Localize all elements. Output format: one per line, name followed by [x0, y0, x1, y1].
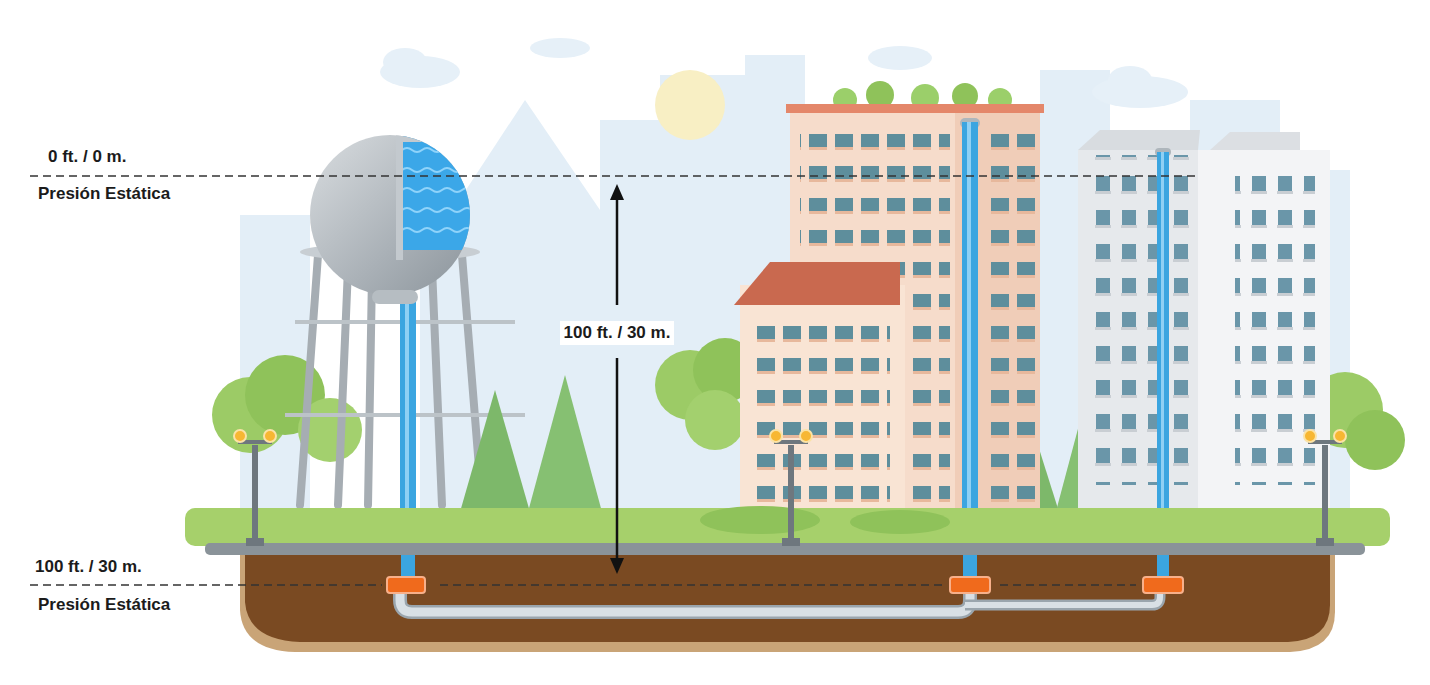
height-arrow-part [616, 358, 619, 562]
street-lamps-part-part [782, 538, 800, 546]
water-tower-part-part [402, 130, 482, 250]
pressure-label: Presión Estática [38, 184, 170, 204]
clouds-part [868, 46, 932, 70]
white-building [1078, 130, 1330, 510]
water-tower-part [372, 290, 418, 304]
low-pink-building-part [734, 262, 900, 305]
tall-pink-building-part [786, 104, 1044, 113]
round-trees-part [1345, 410, 1405, 470]
water-tower-part-part [396, 136, 486, 142]
skyline-part [660, 75, 750, 510]
ground-part [245, 552, 1330, 642]
white-building-part [1235, 175, 1315, 485]
underground-pipes-part [965, 585, 1160, 605]
low-pink-building [734, 262, 905, 510]
underground-pipes-part [401, 555, 415, 579]
street-lamps-part-part [1322, 445, 1328, 545]
elevation-label-holder: 0 ft. / 0 m. [48, 147, 126, 167]
street-lamps-part-part [770, 430, 782, 442]
water-tower-part-part-part [402, 148, 482, 152]
street-lamps-part-part [1316, 538, 1334, 546]
white-building-part [1088, 155, 1193, 485]
water-tower-part-part [432, 268, 442, 505]
water-tower-part-part-part [402, 208, 482, 212]
water-tower-part-part [396, 130, 403, 260]
street-lamps-part-part [1304, 430, 1316, 442]
clouds-part [1108, 66, 1152, 94]
street-lamps-part-part [800, 430, 812, 442]
ground-part [240, 552, 1335, 652]
elevation-label-holder: 100 ft. / 30 m. [35, 557, 142, 577]
ground [185, 506, 1390, 652]
height-dimension: 100 ft. / 30 m. [560, 321, 675, 345]
water-tower-part-part-part [402, 228, 482, 232]
underground-pipes-part [963, 555, 977, 579]
static-pressure-lines-part [30, 584, 382, 586]
valves-part [950, 577, 990, 593]
street-lamps-part-part [264, 430, 276, 442]
street-lamps-part [234, 430, 1346, 442]
white-building-part [1198, 150, 1330, 510]
white-building-part [1210, 132, 1300, 150]
underground-pipes-part [965, 585, 1160, 605]
elevation-label: 0 ft. / 0 m. [48, 147, 126, 167]
low-pink-building-part [750, 315, 890, 505]
pine-trees-part [460, 390, 530, 512]
static-pressure-lines-part [1000, 584, 1136, 586]
pressure-label: Presión Estática [38, 595, 170, 615]
height-dimension-holder: 100 ft. / 30 m. [560, 321, 675, 345]
valves [387, 577, 1183, 593]
underground-pipes [400, 555, 1169, 612]
underground-pipes-part [1157, 555, 1169, 579]
underground-pipes-part [400, 585, 970, 612]
tall-pink-building-part [984, 128, 1036, 508]
low-pink-building-part [740, 285, 905, 510]
water-tower-part-part [338, 268, 348, 505]
skyline-part [600, 120, 670, 510]
static-pressure-lines-part [30, 175, 1200, 177]
elevation-label: 100 ft. / 30 m. [35, 557, 142, 577]
water-tower-part-part [368, 275, 372, 505]
street-lamps-part-part [246, 538, 264, 546]
height-arrow-part [610, 184, 624, 200]
street-lamps-part-part [234, 430, 246, 442]
clouds-part [383, 48, 427, 76]
street-lamps-part-part [1334, 430, 1346, 442]
pressure-label-holder: Presión Estática [38, 184, 170, 204]
water-tower-part-part-part [402, 168, 482, 172]
height-arrow [610, 184, 624, 574]
street-lamps [234, 430, 1346, 546]
pressure-label-holder: Presión Estática [38, 595, 170, 615]
clouds [380, 38, 1188, 108]
white-building-part [1078, 130, 1200, 150]
pine-trees-part [528, 375, 602, 512]
valves-part [1143, 577, 1183, 593]
round-trees-part [685, 390, 745, 450]
underground-pipes-part [400, 585, 970, 612]
street-lamps-part [238, 440, 1342, 546]
height-arrow-part [616, 196, 619, 305]
static-pressure-lines-part [440, 584, 942, 586]
street-lamps-part-part [252, 445, 258, 545]
height-arrow-part [610, 558, 624, 574]
water-tower-part-part [402, 148, 482, 232]
valves-part [387, 577, 425, 593]
clouds-part [530, 38, 590, 58]
static-pressure-lines [30, 176, 1200, 585]
water-tower-part-part-part [402, 188, 482, 192]
white-building-part [1078, 150, 1198, 510]
water-tower-part [300, 255, 482, 505]
water-tower-part [396, 130, 486, 260]
sun [655, 70, 725, 140]
ground-part [850, 510, 950, 534]
street-lamps-part-part [788, 445, 794, 545]
ground-part [700, 506, 820, 534]
water-tower-part-part [300, 255, 318, 505]
